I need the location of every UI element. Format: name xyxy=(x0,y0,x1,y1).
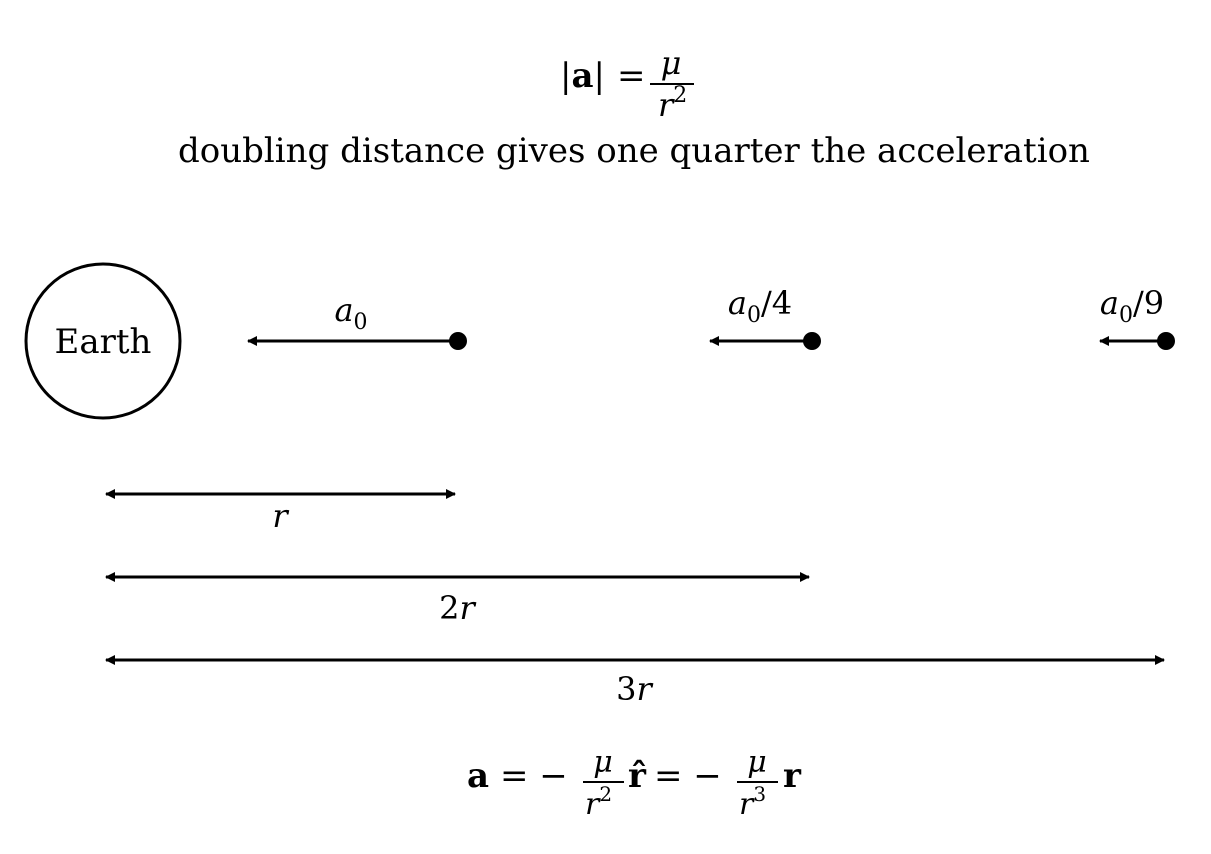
formula-top-numerator: μ xyxy=(661,44,682,82)
formula-bottom-eq1: = − xyxy=(500,756,568,796)
distance-arrow-2r: 2r xyxy=(105,572,810,627)
distance-label-2r: 2r xyxy=(439,589,476,627)
distance-arrow-r: r xyxy=(105,489,456,535)
formula-top-lhs: |a| xyxy=(560,56,605,96)
formula-top-equals: = xyxy=(617,56,646,96)
earth: Earth xyxy=(24,262,182,420)
distance-label-r: r xyxy=(272,497,289,535)
formula-top-denominator: r2 xyxy=(658,83,687,124)
formula-bottom-num1: μ xyxy=(593,745,613,780)
formula-bottom-den2: r3 xyxy=(739,782,766,822)
acceleration-label-2: a0/4 xyxy=(728,284,792,328)
acceleration-label-3: a0/9 xyxy=(1100,284,1164,328)
distance-label-3r: 3r xyxy=(616,670,653,708)
satellite-3-dot xyxy=(1157,332,1175,350)
distance-arrow-3r: 3r xyxy=(105,655,1165,708)
formula-bottom-lhs: a xyxy=(467,756,489,796)
formula-bottom-den1: r2 xyxy=(585,782,612,822)
acceleration-label-1: a0 xyxy=(334,291,367,335)
satellite-2-dot xyxy=(803,332,821,350)
acceleration-arrow-1: a0 xyxy=(247,291,467,350)
formula-bottom: a = − μ r2 r̂ = − μ r3 r xyxy=(467,745,802,822)
caption: doubling distance gives one quarter the … xyxy=(178,131,1090,171)
earth-circle xyxy=(24,262,182,420)
formula-bottom-unit-vector: r̂ xyxy=(628,756,647,796)
formula-bottom-num2: μ xyxy=(747,745,767,780)
acceleration-arrow-3: a0/9 xyxy=(1099,284,1175,350)
formula-bottom-vector: r xyxy=(783,756,802,796)
acceleration-arrow-2: a0/4 xyxy=(709,284,821,350)
satellite-1-dot xyxy=(449,332,467,350)
formula-bottom-eq2: = − xyxy=(654,756,722,796)
earth-label: Earth xyxy=(55,322,152,362)
formula-top: |a| = μ r2 xyxy=(560,44,694,124)
